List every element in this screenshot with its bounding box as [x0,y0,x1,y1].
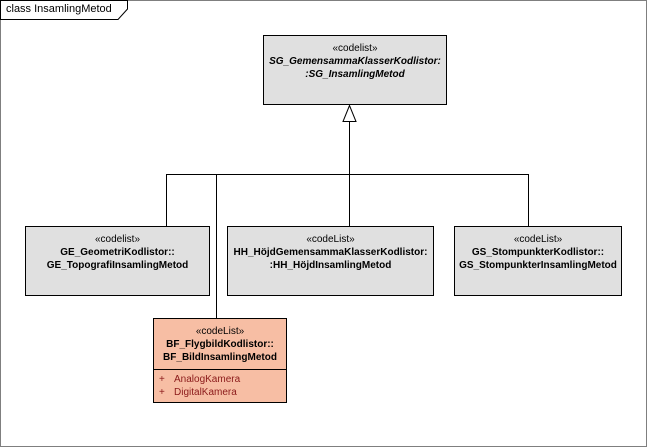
attribute-compartment: + AnalogKamera + DigitalKamera [154,369,286,399]
class-sg-insamlingmetod[interactable]: «codelist» SG_GemensammaKlasserKodlistor… [263,35,447,105]
attribute-name: DigitalKamera [174,387,237,398]
class-name-line2: GE_TopografiInsamlingMetod [46,260,189,271]
class-ge-topografiinsamlingmetod[interactable]: «codelist» GE_GeometriKodlistor:: GE_Top… [25,226,210,296]
generalization-bar [166,174,529,175]
class-name-line2: GS_StompunkterInsamlingMetod [459,260,617,271]
generalization-trunk [349,122,350,175]
class-stereotype: «codeList» [195,326,245,337]
class-stereotype: «codelist» [332,43,378,54]
attribute-row[interactable]: + DigitalKamera [154,386,286,399]
attribute-row[interactable]: + AnalogKamera [154,373,286,386]
generalization-branch-ge [166,174,167,226]
attribute-visibility: + [159,387,165,398]
class-gs-stompunkterinsamlingmetod[interactable]: «codeList» GS_StompunkterKodlistor:: GS_… [454,226,622,296]
diagram-title: class InsamlingMetod [6,3,112,15]
generalization-branch-gs [528,174,529,226]
class-stereotype: «codeList» [306,234,355,245]
generalization-arrowhead-icon [342,105,357,122]
class-stereotype: «codelist» [94,234,141,245]
generalization-branch-hh [349,174,350,226]
class-name-line1: GS_StompunkterKodlistor:: [471,247,605,258]
attribute-visibility: + [159,374,165,385]
class-name-line1: HH_HöjdGemensammaKlasserKodlistor: [233,247,428,258]
class-hh-hojdinsamlingmetod[interactable]: «codeList» HH_HöjdGemensammaKlasserKodli… [227,226,434,296]
class-bf-bildinsamlingmetod[interactable]: «codeList» BF_FlygbildKodlistor:: BF_Bil… [153,318,287,403]
class-name-line2: :SG_InsamlingMetod [305,69,405,80]
class-name-line2: :HH_HöjdInsamlingMetod [269,260,392,271]
generalization-branch-bf [216,174,217,318]
class-name-line2: BF_BildInsamlingMetod [163,352,277,363]
class-name-line1: GE_GeometriKodlistor:: [60,247,175,258]
attribute-name: AnalogKamera [174,374,241,385]
class-name-line1: BF_FlygbildKodlistor:: [166,339,274,350]
class-stereotype: «codeList» [513,234,563,245]
frame-title-tab [0,0,128,20]
class-name-line1: SG_GemensammaKlasserKodlistor: [269,56,441,67]
